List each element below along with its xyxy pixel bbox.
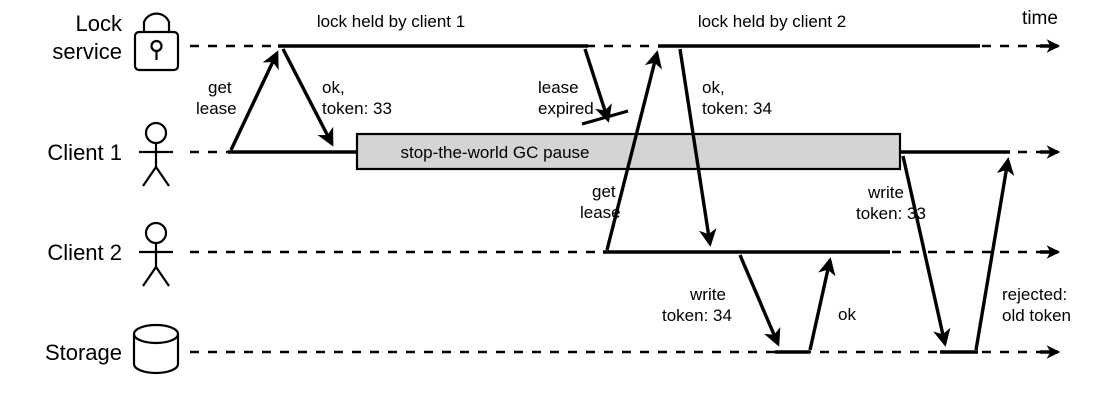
lane-label-lock-service-line2: service — [52, 39, 122, 64]
message-write-ok: ok — [808, 257, 856, 351]
label-write-token-34-line2: token: 34 — [662, 306, 732, 325]
span-label-lock-held-client-2: lock held by client 2 — [698, 12, 846, 31]
label-ok-token-33-line2: token: 33 — [322, 99, 392, 118]
arrow-get-lease-1 — [229, 50, 279, 151]
message-get-lease-2: get lease — [580, 50, 662, 251]
label-get-lease-1-line1: get — [208, 78, 232, 97]
lane-label-storage: Storage — [45, 340, 122, 365]
database-cylinder-icon — [132, 323, 180, 375]
message-write-token-34: write token: 34 — [662, 254, 781, 347]
label-ok-token-33-line1: ok, — [322, 78, 345, 97]
stick-figure-icon-client-1 — [139, 121, 173, 187]
message-get-lease-1: get lease — [196, 50, 279, 151]
label-ok-token-34-line2: token: 34 — [702, 99, 772, 118]
lane-client-2: Client 2 — [47, 221, 1061, 287]
label-get-lease-2-line1: get — [592, 182, 616, 201]
lane-lock-service: Lock service lock held by client 1 lock … — [52, 8, 1061, 72]
label-get-lease-1-line2: lease — [196, 99, 237, 118]
padlock-icon — [133, 12, 180, 72]
lane-label-client-2: Client 2 — [47, 240, 122, 265]
message-ok-token-34: ok, token: 34 — [678, 48, 772, 247]
label-ok-token-34-line1: ok, — [702, 78, 725, 97]
label-write-token-33-line1: write — [867, 183, 904, 202]
arrow-lease-expired — [583, 48, 612, 123]
label-lease-expired-line1: lease — [538, 78, 579, 97]
message-write-token-33: write token: 33 — [856, 155, 951, 347]
label-write-token-34-line1: write — [689, 285, 726, 304]
time-axis-label: time — [1022, 8, 1058, 29]
lease-expired-strike-icon — [581, 109, 629, 126]
label-get-lease-2-line2: lease — [580, 203, 621, 222]
label-lease-expired-line2: expired — [538, 99, 594, 118]
message-ok-token-33: ok, token: 33 — [281, 48, 392, 147]
label-rejected-old-token-line1: rejected: — [1002, 285, 1067, 304]
span-label-lock-held-client-1: lock held by client 1 — [317, 12, 465, 31]
arrow-write-token-33 — [901, 155, 951, 347]
arrow-ok-token-33 — [281, 48, 334, 147]
arrow-write-token-34 — [738, 254, 781, 347]
label-write-ok: ok — [838, 305, 856, 324]
lane-label-client-1: Client 1 — [47, 140, 122, 165]
stick-figure-icon-client-2 — [139, 221, 173, 287]
arrow-write-ok — [808, 257, 836, 351]
arrow-rejected-old-token — [974, 157, 1015, 351]
arrow-get-lease-2 — [605, 50, 662, 251]
label-write-token-33-line2: token: 33 — [856, 204, 926, 223]
lane-storage: Storage — [45, 323, 1061, 375]
lane-label-lock-service-line1: Lock — [76, 11, 123, 36]
gc-pause-label: stop-the-world GC pause — [401, 143, 590, 162]
label-rejected-old-token-line2: old token — [1002, 306, 1071, 325]
message-lease-expired: lease expired — [538, 48, 629, 126]
arrow-ok-token-34 — [678, 48, 717, 247]
message-rejected-old-token: rejected: old token — [974, 157, 1071, 351]
